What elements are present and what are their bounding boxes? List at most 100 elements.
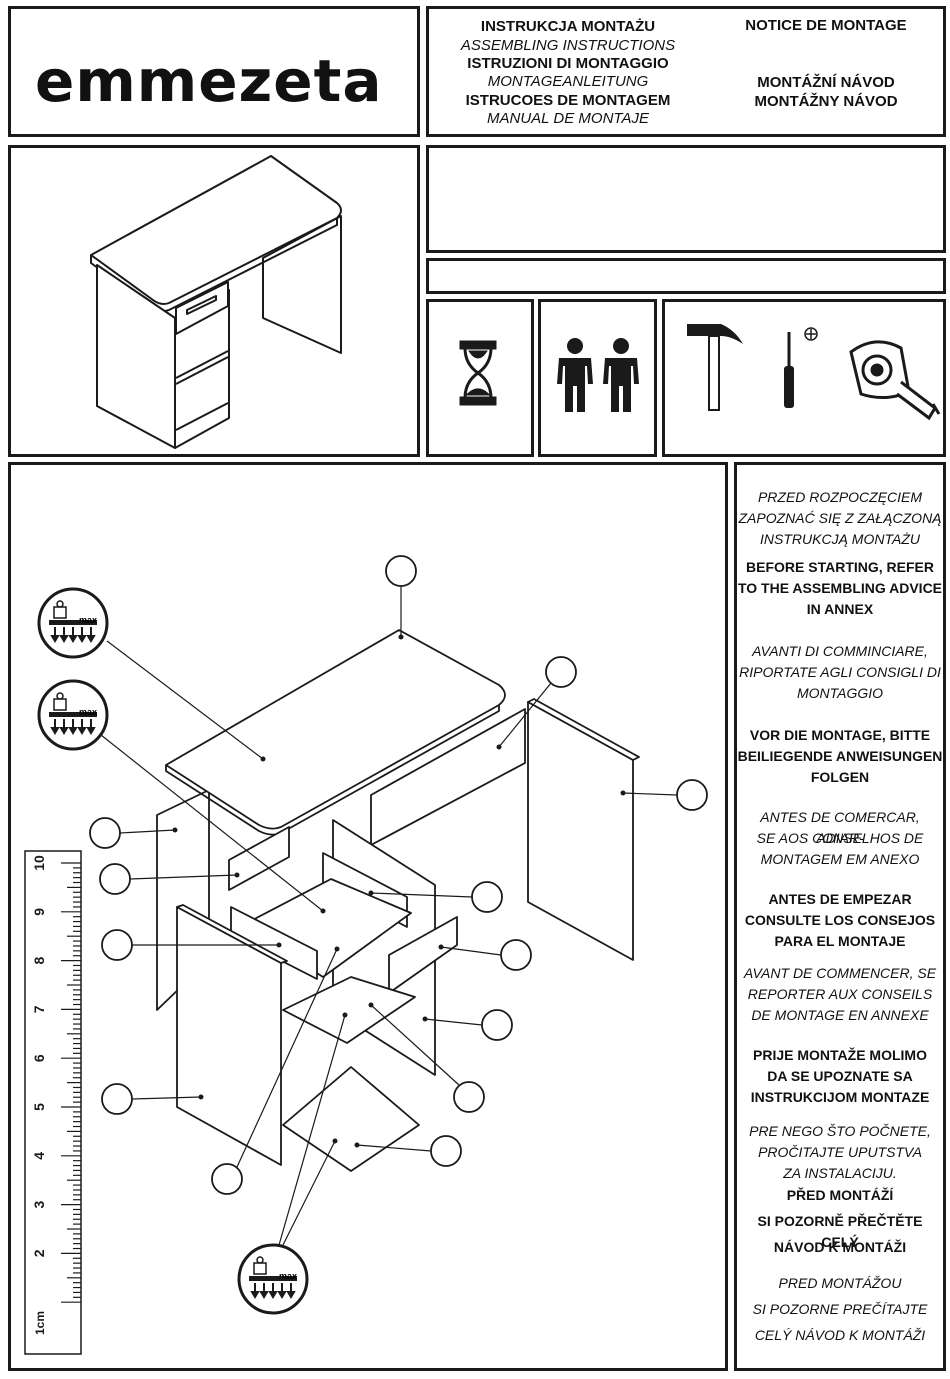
advice-line: PŘED MONTÁŽÍ <box>786 1187 894 1203</box>
advice-line: CONSULTE LOS CONSEJOS <box>744 912 936 928</box>
tape-measure-icon <box>849 340 941 421</box>
time-panel <box>426 299 534 457</box>
ruler-unit: 1cm <box>33 1311 47 1335</box>
hammer-icon <box>687 324 743 411</box>
part-shelf-bottom <box>282 1066 420 1172</box>
callout-desktop <box>385 555 417 587</box>
advice-line: REPORTER AUX CONSEILS <box>747 986 933 1002</box>
assembly-advice-panel: PRZED ROZPOCZĘCIEM ZAPOZNAĆ SIĘ Z ZAŁĄCZO… <box>734 462 946 1371</box>
exploded-view-panel: 10 9 8 7 6 5 4 3 2 1cm max max max <box>8 462 728 1371</box>
advice-line: INSTRUKCJĄ MONTAŻU <box>760 531 920 547</box>
callout-drawer-back <box>99 863 131 895</box>
callout-right-leg <box>676 779 708 811</box>
title-fr: NOTICE DE MONTAGE <box>745 17 907 34</box>
ruler-label: 6 <box>31 1054 47 1062</box>
logo-panel: emmezeta <box>8 6 420 137</box>
phillips-screwdriver-icon <box>784 327 818 408</box>
callout-shelf-bottom <box>430 1135 462 1167</box>
advice-line: ANTES DE COMERCAR, ADIAR- <box>760 809 920 846</box>
advice-line: NÁVOD K MONTÁŽI <box>773 1239 907 1255</box>
advice-line: MONTAGEM EM ANEXO <box>760 851 920 867</box>
advice-line: MONTAGGIO <box>796 685 884 701</box>
part-shelf-middle <box>282 976 416 1044</box>
leader-dots <box>172 634 626 1148</box>
advice-line: DA SE UPOZNATE SA <box>767 1068 913 1084</box>
info-panel-top <box>426 145 946 253</box>
callout-cabinet-front <box>101 1083 133 1115</box>
callout-back-rail <box>545 656 577 688</box>
info-panel-strip <box>426 258 946 294</box>
people-panel <box>538 299 657 457</box>
advice-line: PRED MONTÁŽOU <box>778 1275 902 1291</box>
exploded-diagram: 10 9 8 7 6 5 4 3 2 1cm max max max <box>24 555 708 1355</box>
ruler: 10 9 8 7 6 5 4 3 2 1cm <box>24 850 82 1355</box>
advice-line: SI POZORNE PREČÍTAJTE <box>752 1301 928 1317</box>
advice-line: VOR DIE MONTAGE, BITTE <box>749 727 931 743</box>
load-label-1: max <box>79 615 97 625</box>
advice-line: CELÝ NÁVOD K MONTÁŽI <box>754 1327 926 1343</box>
advice-line: SE AOS CONSELHOS DE <box>756 830 924 846</box>
ruler-label: 10 <box>31 855 47 871</box>
max-load-icon-drawer: max <box>37 679 109 751</box>
callout-left-side <box>89 817 121 849</box>
callout-drawer-side <box>471 881 503 913</box>
advice-line: PRZED ROZPOCZĘCIEM <box>757 489 923 505</box>
part-back-rail <box>370 708 526 846</box>
advice-line: DE MONTAGE EN ANNEXE <box>751 1007 929 1023</box>
ruler-label: 5 <box>31 1103 47 1111</box>
brand-logo: emmezeta <box>35 47 383 115</box>
advice-line: SI POZORNĚ PŘEČTĚTE CELÝ <box>757 1213 923 1250</box>
leader-lines <box>100 586 678 1246</box>
title-sk: MONTÁŽNY NÁVOD <box>754 93 898 110</box>
advice-line: RIPORTATE AGLI CONSIGLI DI <box>739 664 941 680</box>
load-label-2: max <box>79 707 97 717</box>
callout-cabinet-side <box>481 1009 513 1041</box>
desk-parts <box>156 629 640 1172</box>
advice-line: PARA EL MONTAJE <box>774 933 906 949</box>
title-pl: INSTRUKCJA MONTAŻU <box>480 18 656 35</box>
advice-line: ZA INSTALACIJU. <box>783 1165 897 1181</box>
callout-shelf-middle <box>453 1081 485 1113</box>
title-pt: ISTRUCOES DE MONTAGEM <box>465 92 671 109</box>
part-drawer-back <box>228 826 290 891</box>
ruler-label: 2 <box>31 1249 47 1257</box>
part-right-leg <box>527 701 634 961</box>
advice-line: BEILIEGENDE ANWEISUNGEN <box>737 748 943 764</box>
advice-line: FOLGEN <box>810 769 870 785</box>
advice-line: TO THE ASSEMBLING ADVICE <box>737 580 943 596</box>
hourglass-icon <box>459 340 497 406</box>
part-drawer-right <box>388 916 458 994</box>
advice-line: BEFORE STARTING, REFER <box>746 559 934 575</box>
title-de: MONTAGEANLEITUNG <box>487 73 649 90</box>
title-it: ISTRUZIONI DI MONTAGGIO <box>467 55 669 72</box>
advice-line: IN ANNEX <box>806 601 874 617</box>
ruler-label: 3 <box>31 1200 47 1208</box>
advice-line: AVANT DE COMMENCER, SE <box>743 965 937 981</box>
advice-line: ZAPOZNAĆ SIĘ Z ZAŁĄCZONĄ <box>738 510 942 526</box>
advice-line: PROČITAJTE UPUTSTVA <box>758 1144 922 1160</box>
title-en: ASSEMBLING INSTRUCTIONS <box>460 37 676 54</box>
advice-line: INSTRUKCIJOM MONTAZE <box>750 1089 930 1105</box>
tools-panel <box>662 299 946 457</box>
callout-drawer-right <box>500 939 532 971</box>
ruler-label: 7 <box>31 1005 47 1013</box>
advice-line: ANTES DE EMPEZAR <box>768 891 912 907</box>
callout-drawer-front <box>101 929 133 961</box>
title-es: MANUAL DE MONTAJE <box>487 110 649 127</box>
title-panel: INSTRUKCJA MONTAŻU ASSEMBLING INSTRUCTIO… <box>426 6 946 137</box>
advice-line: AVANTI DI COMMINCIARE, <box>752 643 928 659</box>
max-load-icon-top: max <box>37 587 109 659</box>
advice-line: PRE NEGO ŠTO POČNETE, <box>749 1123 931 1139</box>
product-preview-panel <box>8 145 420 457</box>
two-persons-icon <box>557 338 639 412</box>
ruler-label: 9 <box>31 908 47 916</box>
ruler-label: 4 <box>31 1152 47 1160</box>
load-label-3: max <box>279 1271 297 1281</box>
part-drawer-front <box>230 906 318 980</box>
callout-drawer-bottom <box>211 1163 243 1195</box>
tools-icons <box>687 324 941 421</box>
title-cz: MONTÁŽNÍ NÁVOD <box>757 74 895 91</box>
advice-line: PRIJE MONTAŽE MOLIMO <box>753 1047 927 1063</box>
ruler-label: 8 <box>31 956 47 964</box>
desk-illustration <box>90 155 342 449</box>
